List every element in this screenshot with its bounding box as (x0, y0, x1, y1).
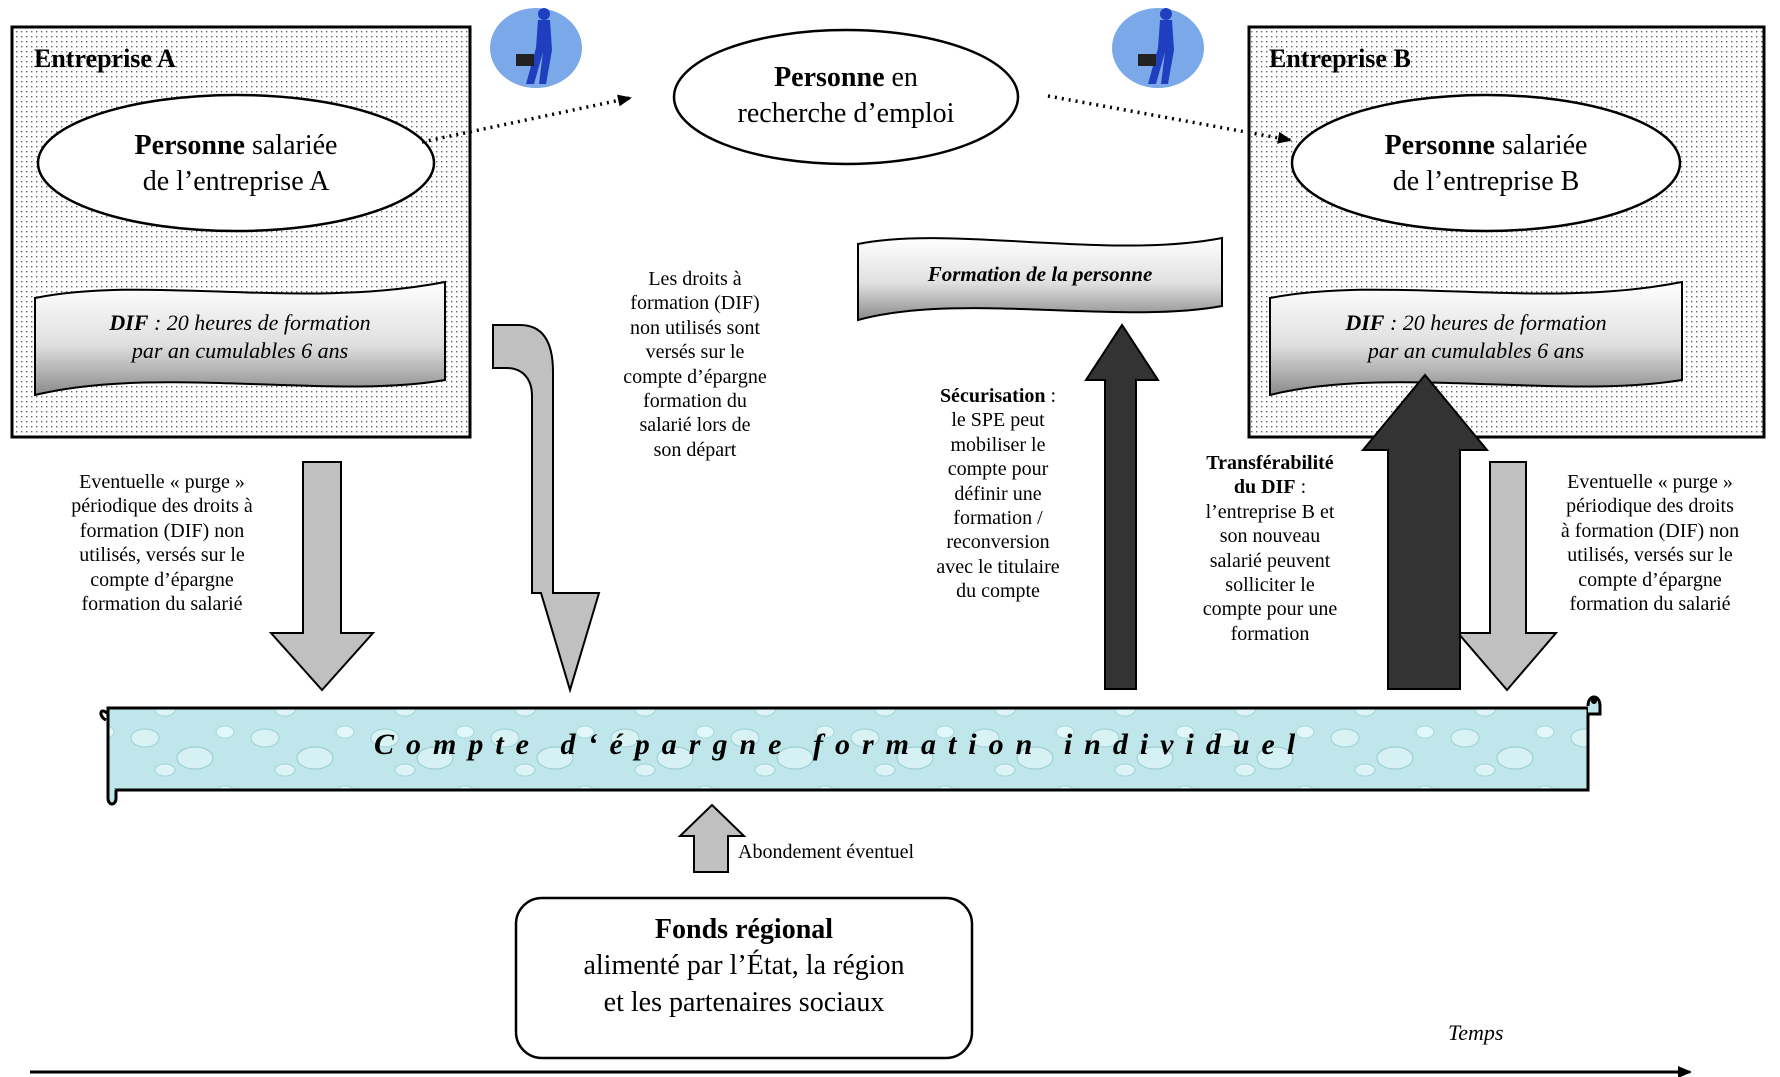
person-b-rest: salariée (1494, 130, 1588, 161)
securisation-rest: : (1045, 385, 1057, 407)
purge-arrow-right (1455, 461, 1559, 692)
person-b-bold: Personne (1384, 130, 1495, 161)
purge-left-line: Eventuelle « purge » (79, 471, 245, 493)
savings-account-banner (99, 695, 1602, 806)
transferability-line: l’entreprise B et (1205, 500, 1335, 523)
dif-scroll-a (34, 280, 446, 397)
transferability-line: solliciter le (1225, 573, 1315, 596)
transferability-text: Transférabilité du DIF : l’entreprise B … (1168, 451, 1372, 646)
regional-fund-box (514, 896, 974, 1060)
person-b-label: Personne salariée de l’entreprise B (1306, 128, 1666, 201)
securisation-arrow (1084, 323, 1160, 690)
departure-note-line: formation du (643, 389, 747, 412)
company-b-title: Entreprise B (1269, 44, 1411, 73)
regional-fund-line2: alimenté par l’État, la région (583, 950, 905, 982)
job-seeker-rest: en (884, 62, 918, 93)
abondement-label: Abondement éventuel (738, 841, 915, 863)
person-b-ellipse (1290, 93, 1682, 233)
person-b-line2: de l’entreprise B (1392, 166, 1580, 198)
transferability-rest: : (1295, 476, 1307, 499)
transferability-bold2: du DIF (1233, 476, 1296, 499)
person-a-bold: Personne (134, 130, 245, 161)
person-a-ellipse (36, 93, 436, 233)
securisation-line: du compte (956, 580, 1040, 603)
dif-a-line2: par an cumulables 6 ans (131, 337, 349, 363)
departure-curved-arrow (492, 324, 601, 694)
company-a-title: Entreprise A (34, 44, 176, 73)
securisation-line: avec le titulaire (936, 555, 1060, 578)
dotted-arrow-leave-a (421, 94, 632, 144)
purge-left-line: formation du salarié (81, 592, 243, 615)
training-scroll (857, 236, 1223, 322)
departure-note-line: salarié lors de (639, 414, 751, 437)
purge-right-line: utilisés, versés sur le (1567, 544, 1733, 567)
departure-note-line: compte d’épargne (623, 365, 767, 388)
person-a-line2: de l’entreprise A (142, 166, 330, 198)
transferability-bold1: Transférabilité (1206, 452, 1334, 474)
purge-left-text: Eventuelle « purge » périodique des droi… (42, 470, 282, 616)
purge-left-line: utilisés, versés sur le (79, 544, 245, 567)
job-seeker-bold: Personne (774, 62, 885, 93)
purge-left-line: formation (DIF) non (79, 519, 245, 542)
transferability-line: compte pour une (1202, 598, 1338, 621)
securisation-text: Sécurisation : le SPE peut mobiliser le … (898, 384, 1098, 604)
departure-note-line: son départ (653, 438, 737, 461)
regional-fund-bold: Fonds régional (654, 914, 834, 945)
walking-person-icon-left (490, 8, 582, 88)
securisation-line: le SPE peut (951, 409, 1045, 432)
departure-note-line: Les droits à (648, 268, 742, 290)
departure-note-line: non utilisés sont (629, 316, 760, 339)
dif-a-bold: DIF (109, 310, 149, 335)
purge-right-line: périodique des droits (1566, 495, 1734, 518)
dif-a-rest: : 20 heures de formation (148, 310, 371, 335)
dif-b-rest: : 20 heures de formation (1384, 310, 1607, 335)
dif-b-bold: DIF (1345, 310, 1385, 335)
regional-fund-text: Fonds régional alimenté par l’État, la r… (516, 912, 972, 1021)
walking-person-icon-right-body (1112, 8, 1204, 88)
training-scroll-text: Formation de la personne (927, 262, 1153, 286)
transferability-arrow (1360, 373, 1490, 690)
dif-b-line2: par an cumulables 6 ans (1367, 337, 1585, 363)
securisation-bold: Sécurisation (939, 385, 1046, 407)
job-seeker-ellipse (672, 28, 1020, 166)
job-seeker-label: Personne en recherche d’emploi (690, 60, 1002, 133)
person-a-rest: salariée (244, 130, 338, 161)
transferability-line: formation (1230, 622, 1310, 645)
abondement-arrow (677, 803, 747, 873)
dif-scroll-b (1269, 280, 1683, 397)
securisation-line: reconversion (946, 531, 1050, 554)
job-seeker-line2: recherche d’emploi (737, 98, 955, 130)
banner-title: Compte d‘épargne formation individuel (374, 728, 1308, 761)
dif-a-text: DIF : 20 heures de formation par an cumu… (40, 309, 440, 364)
purge-arrow-left (268, 461, 376, 692)
regional-fund-line3: et les partenaires sociaux (603, 986, 885, 1018)
transferability-line: salarié peuvent (1209, 549, 1331, 572)
securisation-line: compte pour (947, 458, 1049, 481)
purge-right-line: Eventuelle « purge » (1567, 471, 1733, 493)
purge-left-line: périodique des droits à (71, 495, 253, 518)
purge-right-line: formation du salarié (1569, 592, 1731, 615)
dif-b-text: DIF : 20 heures de formation par an cumu… (1276, 309, 1676, 364)
purge-left-line: compte d’épargne (90, 568, 234, 591)
person-a-label: Personne salariée de l’entreprise A (56, 128, 416, 201)
purge-right-text: Eventuelle « purge » périodique des droi… (1528, 470, 1772, 616)
securisation-line: formation / (953, 506, 1043, 529)
securisation-line: mobiliser le (950, 433, 1046, 456)
securisation-line: définir une (954, 482, 1042, 505)
departure-note-text: Les droits à formation (DIF) non utilisé… (590, 267, 800, 462)
transferability-line: son nouveau (1219, 525, 1321, 548)
purge-right-line: compte d’épargne (1578, 568, 1722, 591)
time-label: Temps (1448, 1020, 1504, 1045)
departure-note-line: formation (DIF) (630, 292, 760, 315)
departure-note-line: versés sur le (645, 341, 745, 364)
dotted-arrow-join-b (1047, 94, 1292, 144)
purge-right-line: à formation (DIF) non (1560, 519, 1740, 542)
